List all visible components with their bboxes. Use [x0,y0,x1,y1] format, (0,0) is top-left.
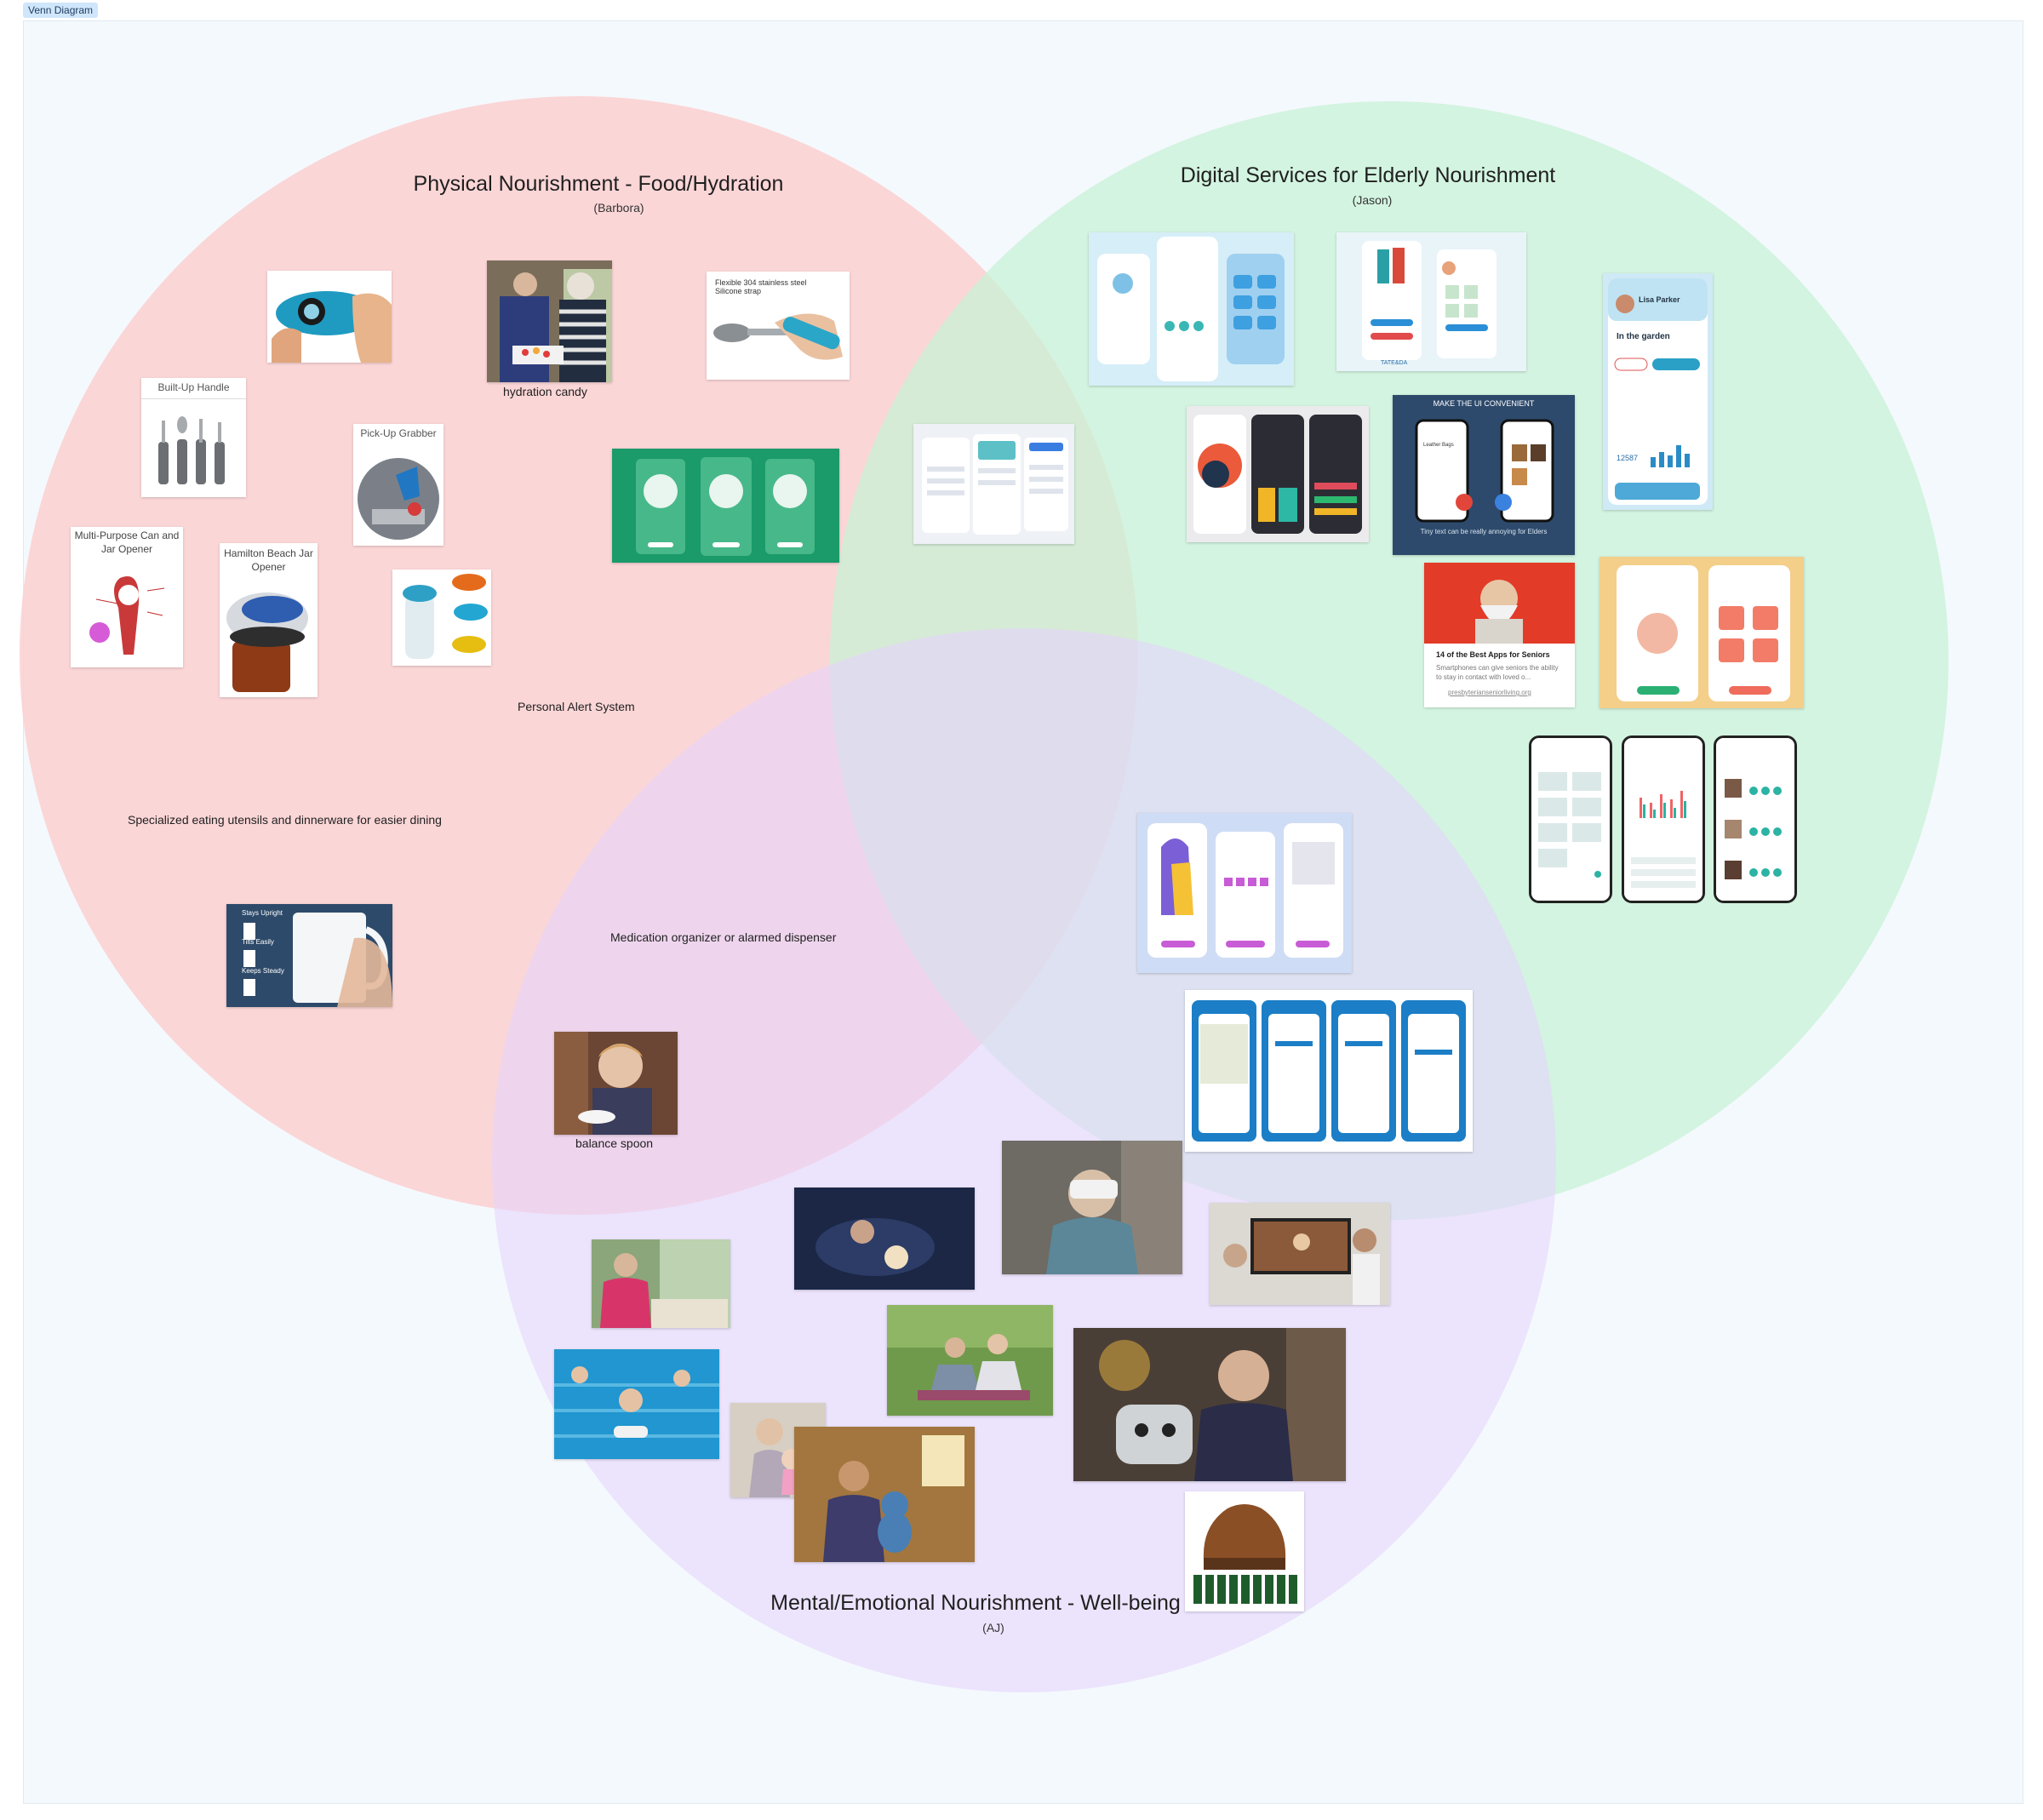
spoon-strap-caption: Flexible 304 stainless steel Silicone st… [715,278,807,295]
physical-owner: (Barbora) [593,201,644,215]
yoga-couple-photo [887,1305,1053,1416]
note-medication[interactable]: Medication organizer or alarmed dispense… [610,930,837,944]
image-ui-convenient[interactable]: MAKE THE UI CONVENIENT Leather Bags Tiny… [1393,395,1575,555]
yellow-app-illustration [1599,557,1804,708]
sleeping-woman-photo [794,1188,975,1290]
bottle-grips-illustration [403,574,488,659]
dark-app-screens-illustration [1187,406,1369,542]
image-blue-phones-map[interactable] [1185,990,1473,1152]
multi-purpose-illustration [89,576,165,655]
robot-companion-photo [1073,1328,1346,1481]
phone-1-screen [1531,738,1610,901]
mental-title: Mental/Emotional Nourishment - Well-bein… [770,1591,1181,1615]
image-yellow-app[interactable] [1599,557,1804,708]
image-blue-app-screens[interactable] [1089,232,1294,386]
phone-3-screen [1716,738,1794,901]
image-dashboard-screens[interactable] [913,424,1074,544]
best-apps-text: Smartphones can give seniors the ability… [1436,664,1559,681]
photo-family-tv[interactable] [1210,1203,1390,1305]
aqua-aerobics-photo [554,1349,719,1459]
photo-essential-oil-diffuser[interactable] [1185,1491,1304,1611]
image-health-app[interactable]: TATE&DA [1336,232,1526,371]
image-pick-up-grabber[interactable]: Pick-Up Grabber [353,424,444,546]
balance-spoon-photo [554,1032,678,1135]
hydration-candy-photo [487,260,612,382]
health-app-illustration [1336,232,1526,371]
best-apps-title: 14 of the Best Apps for Seniors [1436,650,1550,659]
hamilton-beach-caption: Hamilton Beach Jar Opener [224,547,313,573]
photo-vr-headset[interactable] [1002,1141,1182,1274]
photo-sleeping-woman[interactable] [794,1188,975,1290]
pick-up-grabber-caption: Pick-Up Grabber [360,427,437,439]
mug-step-3: Keeps Steady [242,967,284,975]
built-up-handle-caption: Built-Up Handle [157,381,230,393]
best-apps-seniors-photo [1424,563,1575,644]
image-jar-gripper[interactable] [267,271,392,363]
ui-convenient-title: MAKE THE UI CONVENIENT [1433,399,1535,408]
image-phone-3[interactable] [1714,735,1797,903]
mug-step-2: Tilts Easily [242,938,274,946]
image-dark-app-screens[interactable] [1187,406,1369,542]
phone-2-screen [1624,738,1702,901]
essential-oil-diffuser-photo [1185,1491,1304,1611]
woman-writing-photo [592,1239,730,1328]
photo-aqua-aerobics[interactable] [554,1349,719,1459]
jar-gripper-illustration [267,271,392,363]
image-lisa-parker-app[interactable]: Lisa Parker In the garden 12587 [1603,273,1713,510]
photo-yoga-couple[interactable] [887,1305,1053,1416]
built-up-handle-illustration [141,398,246,484]
image-built-up-handle[interactable]: Built-Up Handle [141,378,246,497]
image-hydration-candy[interactable] [487,260,612,382]
image-spoon-strap[interactable]: Flexible 304 stainless steel Silicone st… [707,272,850,380]
photo-woman-writing[interactable] [592,1239,730,1328]
mental-owner: (AJ) [982,1621,1004,1634]
family-tv-photo [1210,1203,1390,1305]
leather-bags-label: Leather Bags [1423,443,1454,448]
hamilton-beach-illustration [226,592,308,692]
image-bottle-grips[interactable] [392,569,491,666]
vr-headset-photo [1002,1141,1182,1274]
lisa-parker-illustration [1603,273,1713,510]
balance-spoon-label: balance spoon [575,1136,654,1150]
pick-up-grabber-illustration [358,458,439,540]
image-hamilton-beach[interactable]: Hamilton Beach Jar Opener [220,543,318,697]
profile-steps: 12587 [1617,454,1639,462]
image-steady-mug[interactable]: Stays Upright Tilts Easily Keeps Steady [226,904,392,1007]
image-purple-app[interactable] [1137,813,1352,973]
image-multi-purpose-opener[interactable]: Multi-Purpose Can and Jar Opener [71,527,183,667]
photo-woman-teddy[interactable] [794,1427,975,1562]
steady-mug-illustration [226,904,392,1007]
physical-title: Physical Nourishment - Food/Hydration [413,172,784,196]
blue-app-screens-illustration [1089,232,1294,386]
note-utensils[interactable]: Specialized eating utensils and dinnerwa… [128,813,442,827]
mug-step-1: Stays Upright [242,909,283,917]
hydration-candy-label: hydration candy [503,385,587,398]
blue-phones-map-illustration [1185,990,1473,1152]
green-app-screens-illustration [612,449,839,563]
digital-title: Digital Services for Elderly Nourishment [1180,163,1556,187]
ui-convenient-illustration [1415,419,1554,523]
dashboard-screens-illustration [913,424,1074,544]
woman-teddy-photo [794,1427,975,1562]
purple-app-illustration [1137,813,1352,973]
best-apps-link[interactable]: presbyterianseniorliving.org [1448,689,1531,696]
spoon-strap-illustration [713,313,843,360]
image-phone-1[interactable] [1529,735,1612,903]
image-balance-spoon[interactable] [554,1032,678,1135]
profile-status: In the garden [1617,332,1670,341]
frame-label[interactable]: Venn Diagram [23,3,99,18]
note-personal-alert[interactable]: Personal Alert System [518,700,635,713]
profile-name: Lisa Parker [1639,295,1680,304]
image-green-app-screens[interactable] [612,449,839,563]
image-best-apps-seniors[interactable]: 14 of the Best Apps for Seniors Smartpho… [1424,563,1575,707]
ui-convenient-caption: Tiny text can be really annoying for Eld… [1420,528,1548,535]
digital-owner: (Jason) [1352,193,1393,207]
image-phone-2[interactable] [1622,735,1705,903]
multi-purpose-caption: Multi-Purpose Can and Jar Opener [74,529,180,555]
photo-robot-companion[interactable] [1073,1328,1346,1481]
tata-brand: TATE&DA [1381,360,1408,366]
